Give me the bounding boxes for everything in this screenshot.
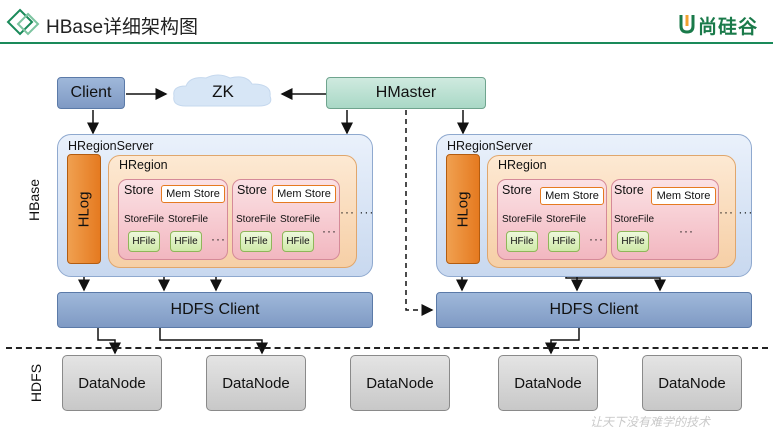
hdfs-layer-label: HDFS	[28, 363, 44, 403]
right-store-1-hfile-1: HFile	[506, 231, 538, 252]
hmaster-label: HMaster	[375, 84, 437, 101]
datanode-5: DataNode	[642, 355, 742, 411]
right-hdfs-client: HDFS Client	[436, 292, 752, 328]
left-store-1-hfile-1: HFile	[128, 231, 160, 252]
left-store-1-memstore: Mem Store	[161, 185, 225, 203]
datanode-3: DataNode	[350, 355, 450, 411]
datanode-4: DataNode	[498, 355, 598, 411]
page-title: HBase详细架构图	[46, 17, 199, 38]
zk-label: ZK	[212, 82, 234, 101]
hmaster-box: HMaster	[326, 77, 486, 109]
left-store-1-storefile-2: StoreFile	[168, 214, 209, 225]
left-store-1-storefile-1: StoreFile	[124, 214, 165, 225]
right-hregion-label: HRegion	[498, 158, 547, 172]
header-diamond-icon	[6, 8, 40, 36]
right-store-1-hfile-2: HFile	[548, 231, 580, 252]
left-store-2-hfile-2: HFile	[282, 231, 314, 252]
right-store-2-hfile-1: HFile	[617, 231, 649, 252]
logo-text: 尚硅谷	[698, 17, 759, 38]
left-store-1-label: Store	[124, 183, 154, 197]
datanode-2: DataNode	[206, 355, 306, 411]
left-store-1-hfile-2: HFile	[170, 231, 202, 252]
right-store-2-label: Store	[614, 183, 644, 197]
left-hlog: HLog	[67, 154, 101, 264]
left-store-2-label: Store	[237, 183, 267, 197]
left-store-1-more: ···	[211, 232, 226, 246]
hbase-hdfs-separator	[6, 347, 768, 349]
client-label: Client	[70, 84, 112, 101]
right-store-1-label: Store	[502, 183, 532, 197]
left-store-2-memstore: Mem Store	[272, 185, 336, 203]
cloud-icon	[173, 74, 272, 107]
logo-icon	[679, 15, 695, 34]
right-store-1-storefile-1: StoreFile	[502, 214, 543, 225]
hbase-layer-label: HBase	[26, 178, 42, 222]
watermark-text: 让天下没有难学的技术	[590, 415, 711, 429]
left-region-more: ··· ···	[340, 205, 375, 219]
right-store-2-more: ···	[679, 224, 694, 238]
right-store-2-memstore: Mem Store	[651, 187, 716, 205]
header-divider	[0, 42, 773, 44]
right-store-1-more: ···	[589, 232, 604, 246]
right-hregionserver-label: HRegionServer	[447, 139, 533, 153]
right-region-more: ··· ···	[719, 205, 754, 219]
right-hlog: HLog	[446, 154, 480, 264]
left-store-2-storefile-1: StoreFile	[236, 214, 277, 225]
right-store-2-storefile-1: StoreFile	[614, 214, 655, 225]
left-hdfs-client: HDFS Client	[57, 292, 373, 328]
left-store-2-storefile-2: StoreFile	[280, 214, 321, 225]
right-hdfs-client-label: HDFS Client	[549, 301, 639, 318]
client-box: Client	[57, 77, 125, 109]
left-hregionserver-label: HRegionServer	[68, 139, 154, 153]
zookeeper-cloud: ZK	[168, 72, 278, 112]
right-store-1-storefile-2: StoreFile	[546, 214, 587, 225]
left-store-2-more: ···	[322, 224, 337, 238]
left-hregion-label: HRegion	[119, 158, 168, 172]
left-hdfs-client-label: HDFS Client	[170, 301, 260, 318]
left-store-2-hfile-1: HFile	[240, 231, 272, 252]
right-store-1-memstore: Mem Store	[540, 187, 604, 205]
datanode-1: DataNode	[62, 355, 162, 411]
